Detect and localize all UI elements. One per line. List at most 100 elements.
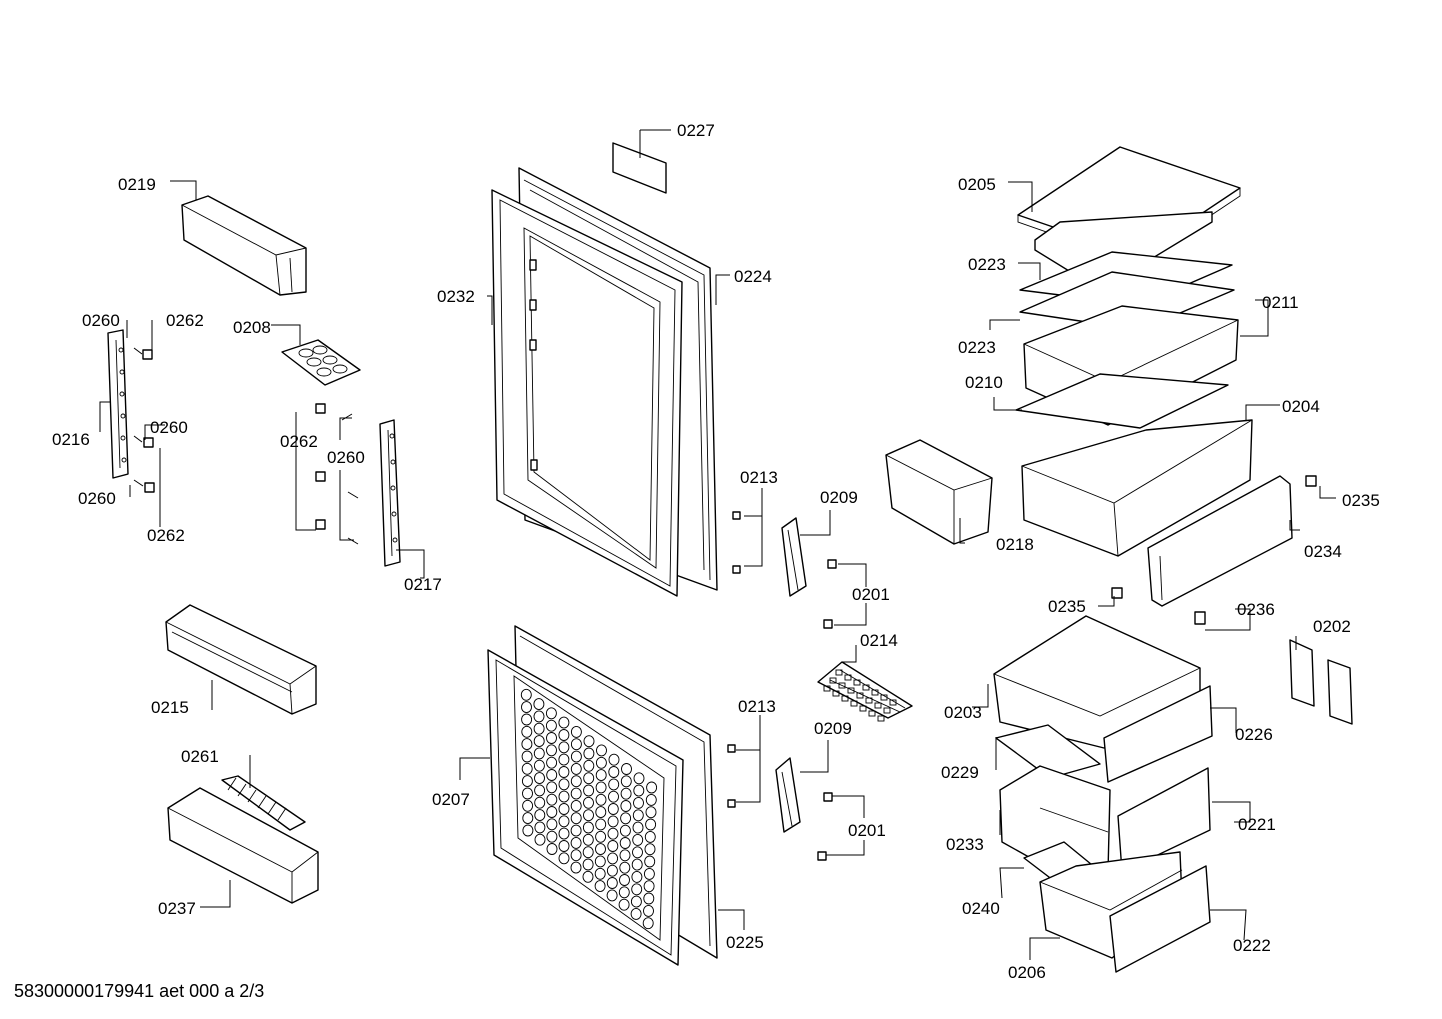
part-label: 0225 bbox=[726, 933, 764, 952]
door-dimple bbox=[619, 861, 631, 874]
part-0214-ice-tray bbox=[817, 661, 913, 722]
part-label: 0227 bbox=[677, 121, 715, 140]
door-dimple bbox=[608, 778, 620, 791]
door-dimple bbox=[644, 830, 656, 843]
door-dimple bbox=[630, 907, 642, 920]
door-dimple bbox=[619, 824, 631, 837]
door-dimple bbox=[620, 812, 632, 825]
part-label: 0219 bbox=[118, 175, 156, 194]
door-dimple bbox=[595, 830, 607, 843]
part-label: 0262 bbox=[280, 432, 318, 451]
door-dimple bbox=[607, 827, 619, 840]
part-label: 0235 bbox=[1342, 491, 1380, 510]
door-dimple bbox=[607, 803, 619, 815]
door-dimple bbox=[594, 867, 606, 880]
ice-cube-cell bbox=[874, 702, 882, 709]
door-dimple bbox=[546, 818, 558, 831]
part-label: 0261 bbox=[181, 747, 219, 766]
part-0237-door-shelf bbox=[167, 787, 319, 904]
door-dimple bbox=[558, 815, 570, 828]
door-dimple bbox=[570, 824, 582, 837]
part-label: 0236 bbox=[1237, 600, 1275, 619]
door-dimple bbox=[533, 759, 545, 772]
door-dimple bbox=[596, 744, 607, 757]
door-dimple bbox=[570, 861, 582, 874]
part-label: 0260 bbox=[82, 311, 120, 330]
part-label: 0260 bbox=[78, 489, 116, 508]
part-0216-rail bbox=[107, 329, 129, 479]
ice-cube-cell bbox=[856, 692, 864, 699]
door-dimple bbox=[582, 870, 594, 883]
door-dimple bbox=[558, 790, 570, 803]
door-dimple bbox=[558, 716, 570, 729]
door-dimple bbox=[533, 722, 545, 735]
part-0235-clips bbox=[1111, 475, 1317, 599]
part-0204-crisper bbox=[1021, 419, 1253, 557]
part-label: 0223 bbox=[968, 255, 1006, 274]
door-dimple bbox=[645, 818, 657, 831]
door-dimple bbox=[558, 753, 570, 766]
door-dimple bbox=[644, 843, 656, 856]
part-0201-caps bbox=[817, 559, 837, 861]
part-0261-divider bbox=[221, 775, 306, 831]
door-dimple bbox=[631, 870, 643, 883]
part-label: 0237 bbox=[158, 899, 196, 918]
door-dimple bbox=[534, 796, 546, 809]
door-dimple bbox=[522, 787, 533, 800]
door-dimple bbox=[632, 809, 644, 822]
door-dimple bbox=[643, 880, 655, 893]
part-label: 0213 bbox=[738, 697, 776, 716]
part-0226-drawer-front bbox=[1103, 685, 1213, 783]
door-dimple bbox=[583, 759, 595, 772]
part-0208-egg-tray bbox=[281, 339, 361, 386]
door-dimple bbox=[546, 756, 558, 769]
door-dimple bbox=[620, 800, 632, 812]
door-dimple bbox=[582, 846, 594, 859]
part-label: 0214 bbox=[860, 631, 898, 650]
door-dimple bbox=[522, 824, 534, 837]
part-0215-door-shelf bbox=[165, 604, 317, 715]
door-dimple bbox=[646, 781, 658, 794]
door-dimple bbox=[521, 713, 533, 726]
ice-cube-cell bbox=[841, 695, 849, 702]
door-dimple bbox=[570, 738, 582, 751]
door-dimple bbox=[546, 843, 558, 855]
door-dimple bbox=[606, 877, 618, 889]
door-dimple bbox=[595, 818, 607, 831]
part-0202-cold-packs bbox=[1289, 639, 1353, 725]
ice-cube-cell bbox=[859, 705, 867, 712]
part-label: 0229 bbox=[941, 763, 979, 782]
door-dimple bbox=[533, 747, 545, 760]
door-dimple bbox=[606, 864, 618, 877]
door-dimple bbox=[619, 837, 631, 849]
part-label: 0202 bbox=[1313, 617, 1351, 636]
part-label: 0218 bbox=[996, 535, 1034, 554]
door-dimple bbox=[620, 775, 632, 788]
part-label: 0208 bbox=[233, 318, 271, 337]
door-dimple bbox=[521, 738, 533, 751]
door-dimple bbox=[633, 784, 645, 797]
part-label: 0260 bbox=[327, 448, 365, 467]
door-dimple bbox=[583, 735, 595, 748]
door-dimple bbox=[607, 852, 619, 865]
door-dimple bbox=[619, 849, 631, 862]
part-label: 0224 bbox=[734, 267, 772, 286]
door-dimple bbox=[583, 784, 595, 797]
part-0227-label bbox=[612, 142, 667, 194]
door-dimple bbox=[632, 833, 644, 846]
door-dimple bbox=[631, 883, 643, 896]
door-dimple bbox=[570, 787, 582, 800]
part-0217-rail bbox=[379, 419, 401, 567]
door-dimple bbox=[594, 880, 606, 893]
part-0222-drawer-front bbox=[1109, 865, 1211, 973]
door-dimple bbox=[621, 763, 632, 775]
door-dimple bbox=[558, 741, 570, 754]
ice-cube-cell bbox=[868, 710, 876, 717]
part-label: 0216 bbox=[52, 430, 90, 449]
part-0234-cover-panel bbox=[1147, 475, 1293, 607]
door-dimple bbox=[546, 793, 558, 806]
door-dimple bbox=[607, 815, 619, 828]
door-dimple bbox=[558, 766, 570, 778]
part-0236-clip bbox=[1194, 611, 1206, 625]
